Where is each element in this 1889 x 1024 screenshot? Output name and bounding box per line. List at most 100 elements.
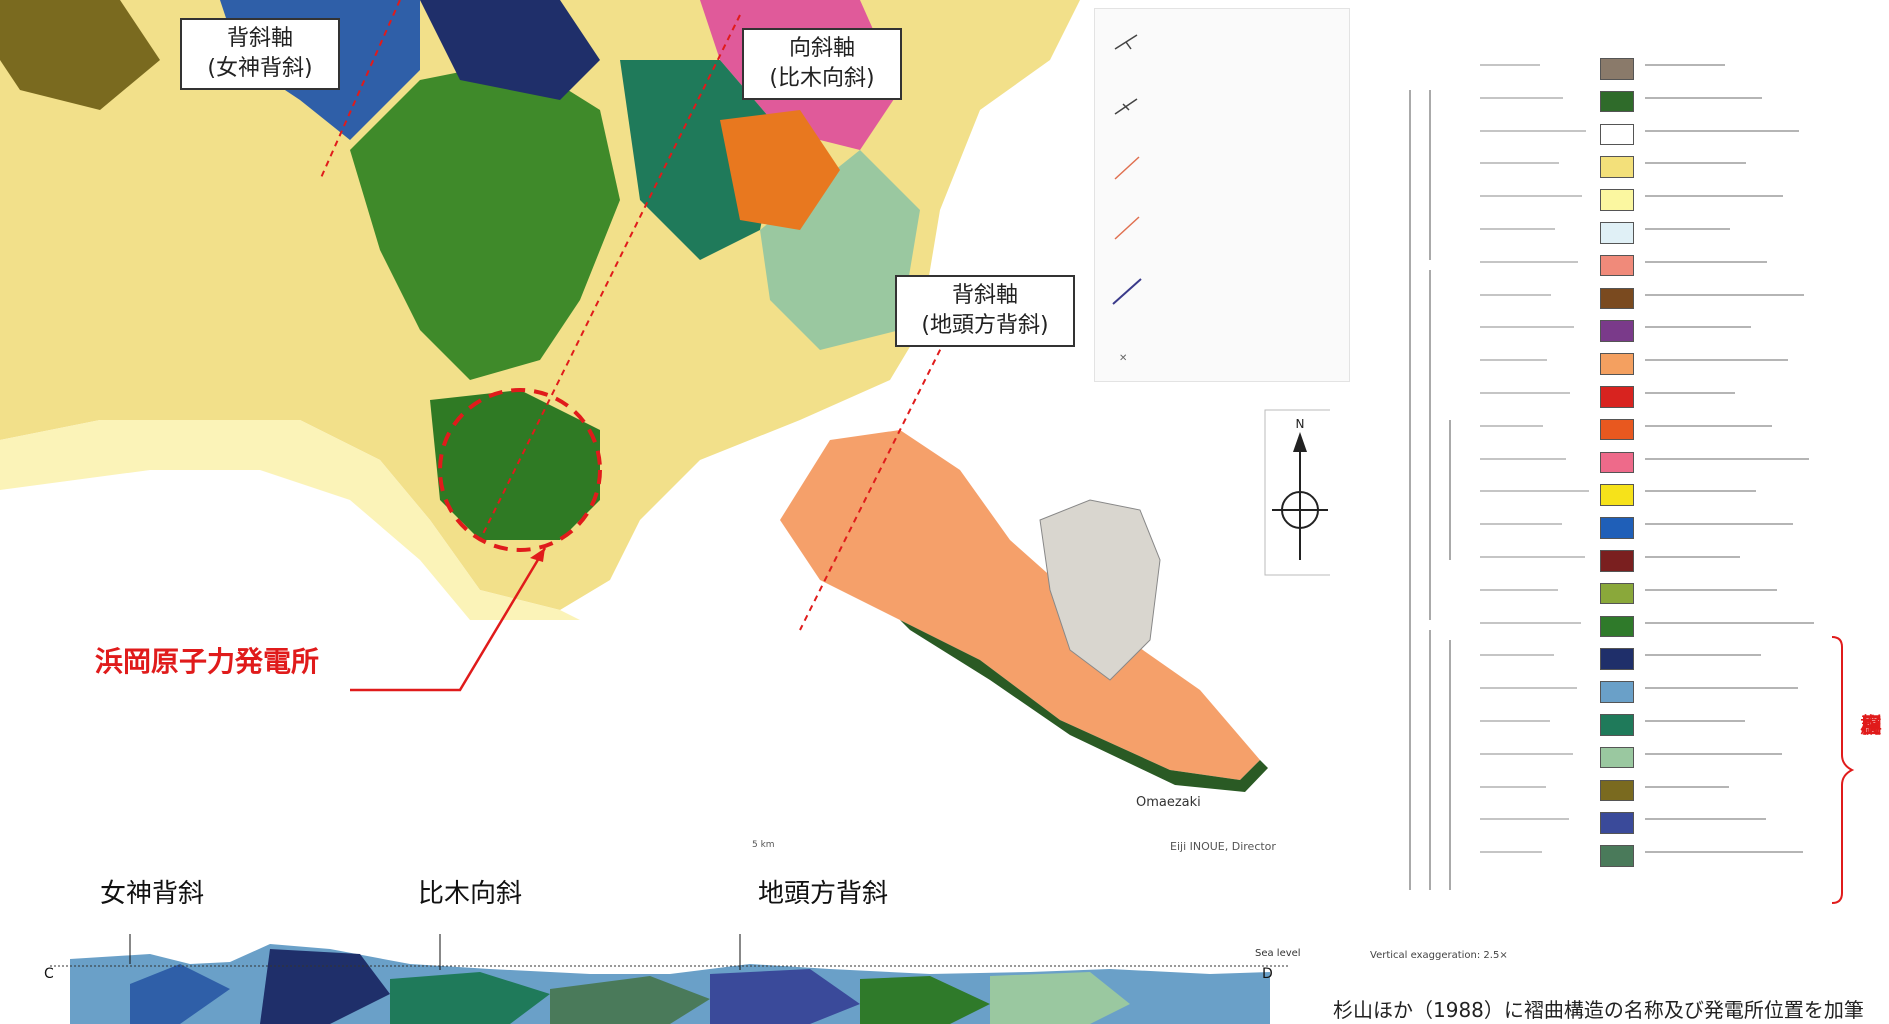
legend-text-line bbox=[1480, 556, 1585, 558]
formation-orange-north bbox=[720, 110, 840, 230]
legend-text-line bbox=[1645, 162, 1746, 165]
legend-swatch bbox=[1600, 845, 1634, 867]
jitogata-axis-callout: 背斜軸 (地頭方背斜) bbox=[895, 275, 1075, 347]
legend-text-line bbox=[1480, 687, 1577, 690]
legend-text-line bbox=[1480, 851, 1542, 854]
legend-swatch bbox=[1600, 648, 1634, 671]
legend-text-line bbox=[1480, 162, 1559, 165]
legend-swatch bbox=[1600, 353, 1634, 375]
legend-swatch bbox=[1600, 484, 1634, 507]
plant-location-circle bbox=[438, 388, 602, 552]
legend-text-line bbox=[1480, 260, 1578, 263]
legend-text-line bbox=[1645, 556, 1740, 558]
symbol-legend-marks: ✕ bbox=[1112, 34, 1142, 364]
legend-text-line bbox=[1645, 260, 1767, 263]
formation-orange-omaezaki bbox=[780, 430, 1260, 780]
legend-swatch bbox=[1600, 451, 1634, 474]
formation-green-plant bbox=[430, 390, 600, 540]
callout-subtitle: (女神背斜) bbox=[207, 56, 313, 81]
legend-text-line bbox=[1645, 752, 1782, 755]
legend-swatch bbox=[1600, 254, 1634, 277]
legend-text-line bbox=[1480, 621, 1581, 624]
hiki-axis-callout: 向斜軸 (比木向斜) bbox=[742, 28, 902, 100]
formation-navy bbox=[420, 0, 600, 100]
scale-label: 5 km bbox=[752, 840, 775, 850]
legend-text-line bbox=[1645, 195, 1783, 198]
sagara-group-bracket bbox=[1831, 636, 1855, 904]
legend-text-line bbox=[1645, 424, 1772, 427]
hamaoka-plant-label: 浜岡原子力発電所 bbox=[95, 645, 320, 678]
stratigraphic-legend bbox=[1400, 40, 1880, 910]
sagara-char: 相 bbox=[1859, 714, 1882, 739]
legend-swatch bbox=[1600, 58, 1634, 80]
plant-pointer-arrowhead bbox=[530, 548, 545, 562]
section-end-d: D bbox=[1262, 966, 1273, 982]
legend-text-line bbox=[1645, 129, 1799, 132]
callout-title: 背斜軸 bbox=[226, 26, 293, 51]
svg-text:✕: ✕ bbox=[1119, 353, 1127, 364]
svg-text:N: N bbox=[1296, 417, 1305, 431]
legend-text-line bbox=[1645, 326, 1751, 329]
legend-text-line bbox=[1645, 818, 1766, 821]
callout-title: 向斜軸 bbox=[788, 36, 855, 61]
omaezaki-port bbox=[1039, 499, 1161, 681]
legend-brackets bbox=[1409, 90, 1451, 890]
legend-text-line bbox=[1480, 195, 1582, 198]
cross-section bbox=[30, 904, 1310, 1024]
legend-text-line bbox=[1645, 785, 1729, 788]
legend-text-line bbox=[1480, 654, 1554, 657]
onagami-axis-callout: 背斜軸 (女神背斜) bbox=[180, 18, 340, 90]
legend-text-line bbox=[1480, 326, 1574, 329]
legend-text-line bbox=[1480, 588, 1558, 591]
legend-swatch bbox=[1600, 320, 1634, 343]
legend-text-line bbox=[1480, 392, 1570, 394]
legend-text-line bbox=[1645, 523, 1793, 526]
legend-swatch bbox=[1600, 123, 1634, 146]
legend-text-line bbox=[1480, 359, 1547, 362]
hiki-syncline-axis bbox=[479, 14, 741, 541]
legend-text-line bbox=[1480, 228, 1555, 230]
legend-text-line bbox=[1480, 96, 1563, 99]
legend-text-line bbox=[1480, 523, 1562, 526]
legend-text-line bbox=[1645, 293, 1804, 296]
legend-text-line bbox=[1480, 457, 1566, 460]
symbol-legend: ✕ bbox=[1094, 8, 1350, 382]
legend-text-line bbox=[1645, 457, 1809, 460]
legend-swatch bbox=[1600, 222, 1634, 244]
legend-swatch bbox=[1600, 386, 1634, 408]
north-arrow: N bbox=[1264, 409, 1330, 576]
legend-text-line bbox=[1480, 720, 1550, 722]
legend-swatch bbox=[1600, 779, 1634, 802]
legend-text-line bbox=[1645, 392, 1735, 394]
callout-subtitle: (比木向斜) bbox=[769, 66, 875, 91]
sagara-char: 層 bbox=[1859, 714, 1882, 739]
legend-swatch bbox=[1600, 550, 1634, 572]
legend-text-line bbox=[1480, 490, 1589, 493]
legend-text-line bbox=[1480, 785, 1546, 788]
vertical-exaggeration-text: Vertical exaggeration: 2.5× bbox=[1370, 950, 1508, 961]
legend-swatch bbox=[1600, 746, 1634, 769]
plant-pointer-arrow bbox=[350, 547, 547, 692]
legend-swatch bbox=[1600, 418, 1634, 441]
legend-text-line bbox=[1645, 621, 1814, 624]
legend-text-line bbox=[1480, 818, 1569, 821]
legend-text-line bbox=[1480, 64, 1540, 66]
legend-swatch bbox=[1600, 615, 1634, 638]
legend-text-line bbox=[1645, 588, 1777, 591]
legend-text-line bbox=[1645, 851, 1803, 854]
formation-green-west bbox=[350, 60, 620, 380]
sagara-char: 群 bbox=[1859, 714, 1882, 739]
sea-level-text: Sea level bbox=[1255, 948, 1301, 959]
legend-text-line bbox=[1480, 424, 1543, 427]
source-credit: 杉山ほか（1988）に褶曲構造の名称及び発電所位置を加筆 bbox=[1333, 998, 1864, 1022]
legend-text-line bbox=[1645, 720, 1745, 722]
jitogata-anticline-axis bbox=[799, 329, 951, 631]
legend-swatch bbox=[1600, 287, 1634, 310]
legend-text-line bbox=[1480, 129, 1586, 132]
legend-text-line bbox=[1645, 687, 1798, 690]
omaezaki-text: Omaezaki bbox=[1136, 795, 1201, 810]
legend-text-line bbox=[1645, 654, 1761, 657]
legend-swatch bbox=[1600, 582, 1634, 605]
legend-text-line bbox=[1480, 752, 1573, 755]
